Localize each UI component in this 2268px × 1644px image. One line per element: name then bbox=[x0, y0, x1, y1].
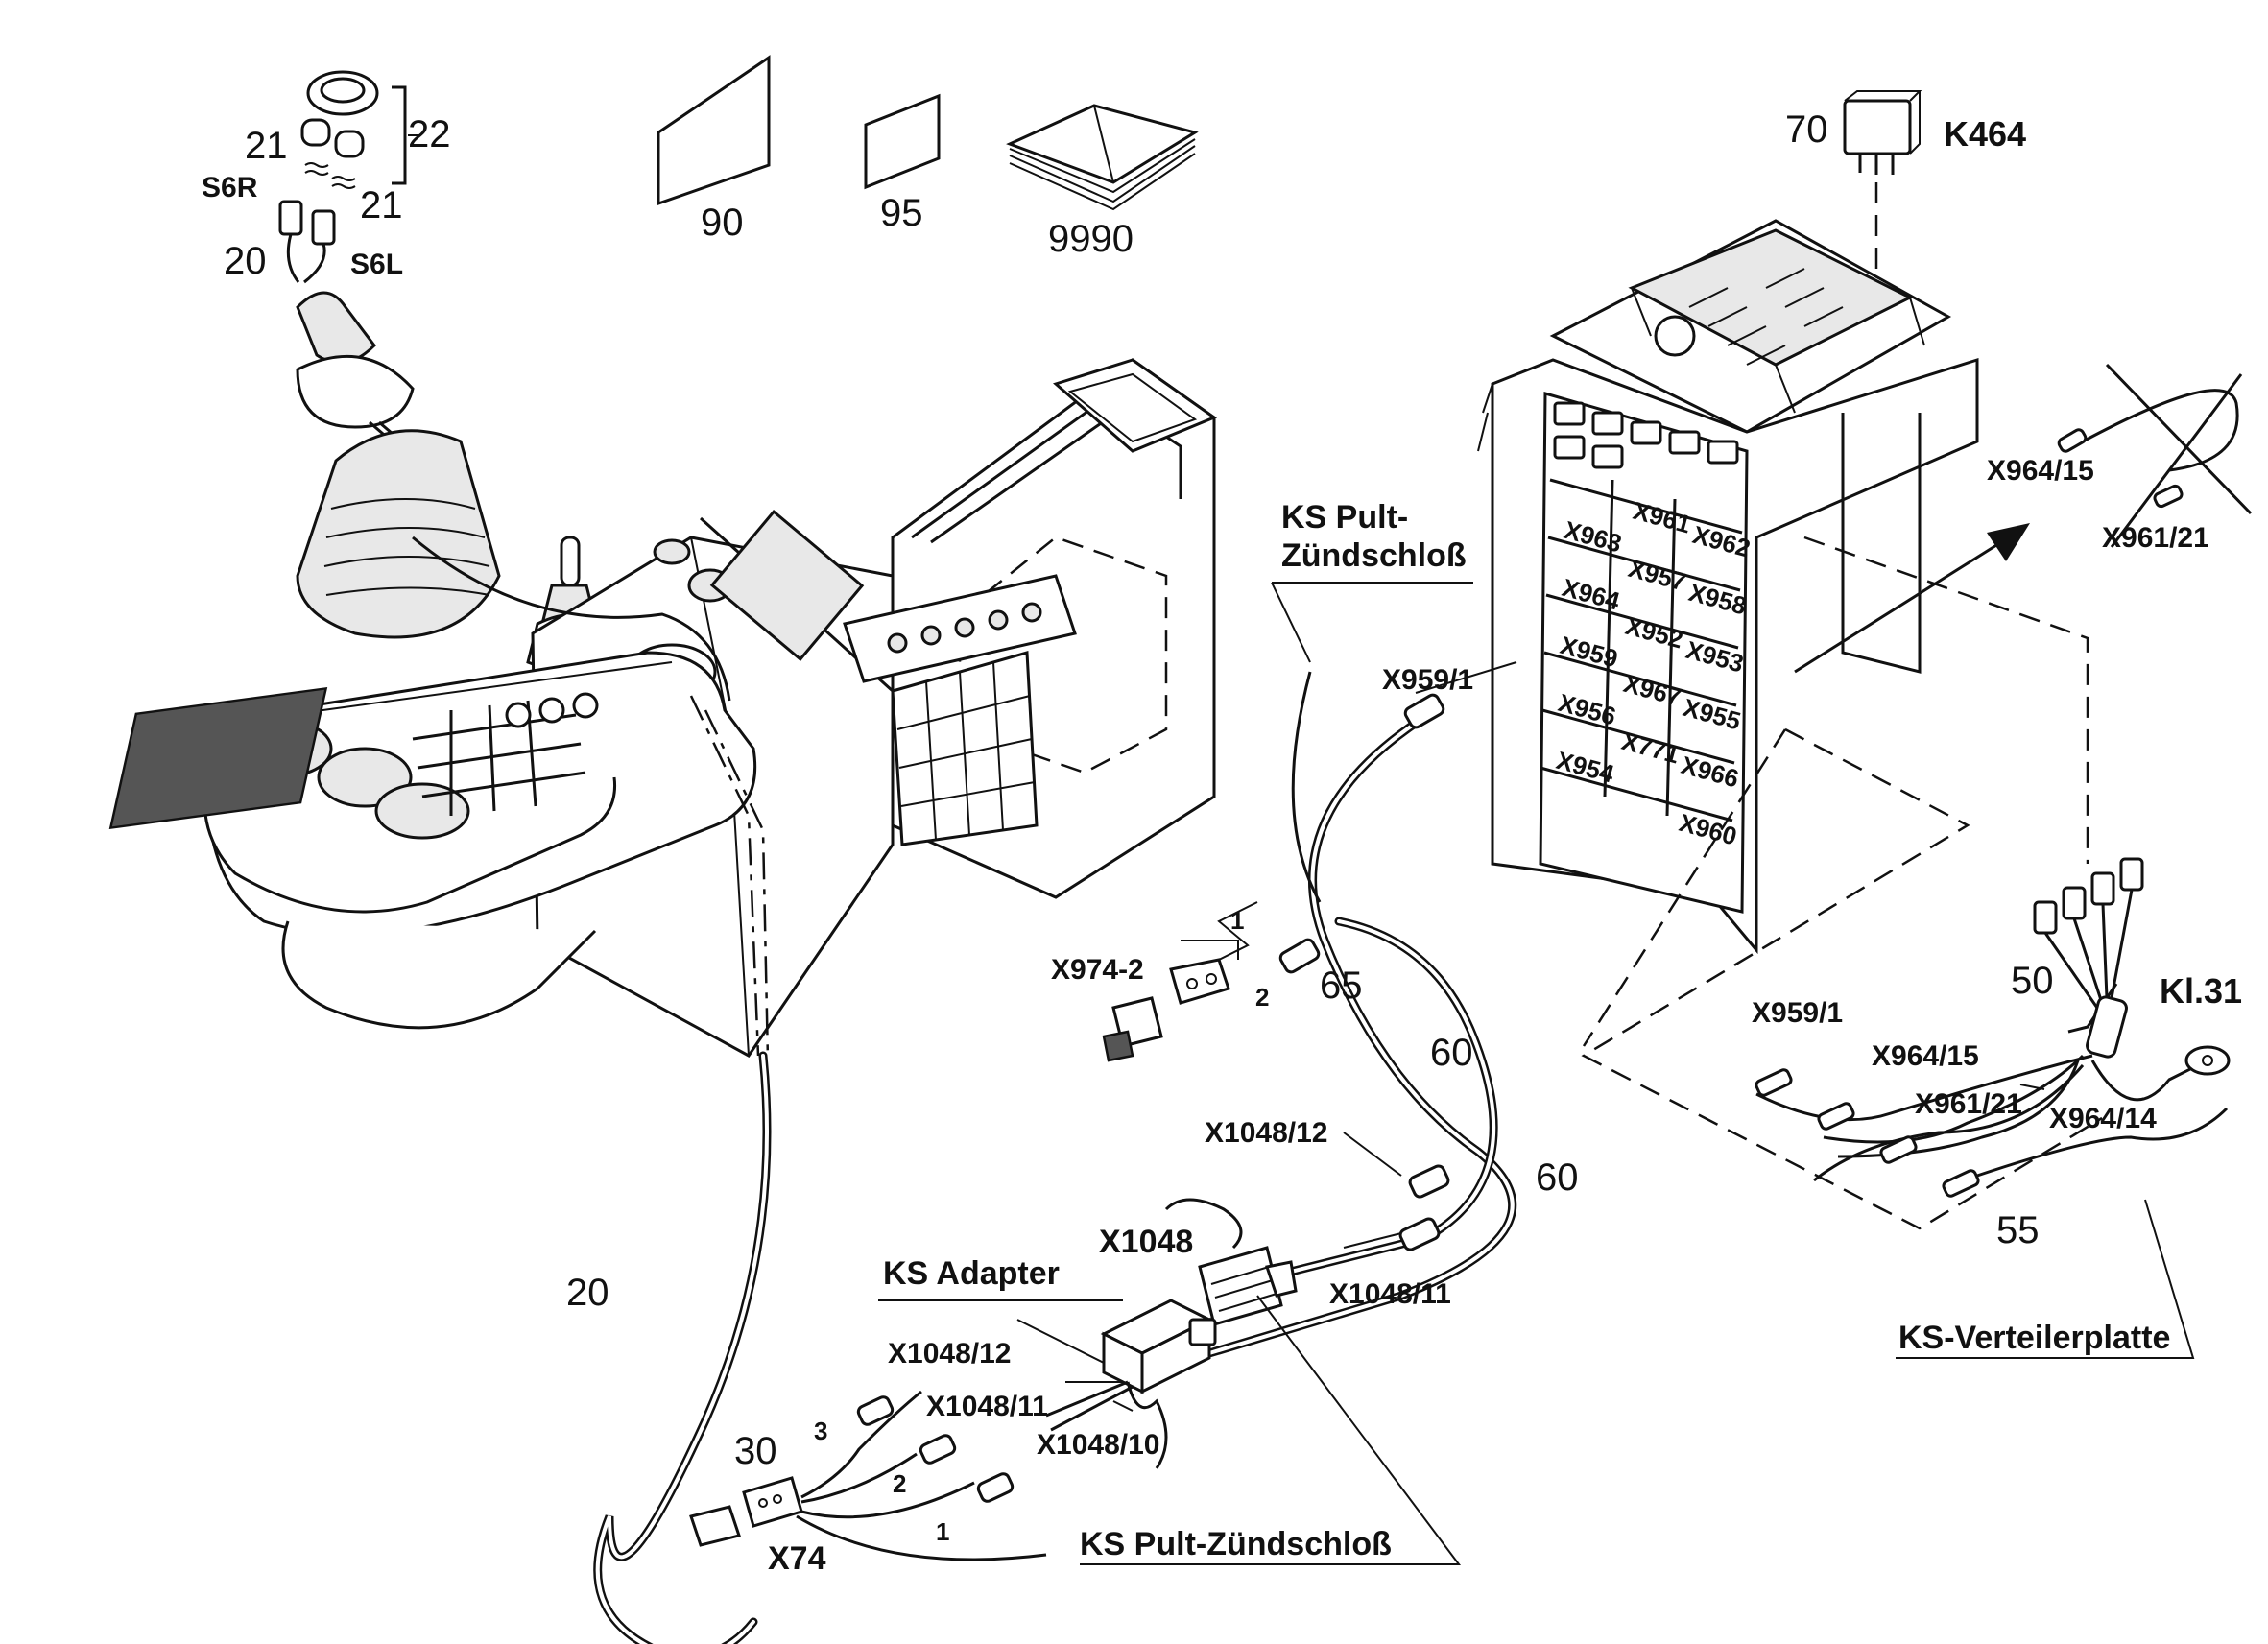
label-55: 55 bbox=[1996, 1209, 2040, 1251]
label-wire-2-top: 2 bbox=[1255, 983, 1269, 1012]
label-kl31: Kl.31 bbox=[2160, 971, 2242, 1011]
label-wire-3: 3 bbox=[814, 1417, 827, 1445]
harness-30 bbox=[689, 1380, 1134, 1561]
switch-array bbox=[108, 686, 586, 830]
label-ks-verteilerplatte: KS-Verteilerplatte bbox=[1898, 1320, 2170, 1356]
harness-50 bbox=[1755, 857, 2231, 1198]
document-90 bbox=[657, 55, 771, 206]
label-wire-1-top: 1 bbox=[1230, 906, 1244, 935]
document-95 bbox=[864, 93, 941, 190]
fuse-slot-grid bbox=[1540, 478, 1743, 822]
label-20-bottom: 20 bbox=[566, 1272, 609, 1314]
label-x964-15-top: X964/15 bbox=[1987, 455, 2094, 487]
joystick-boot bbox=[296, 429, 501, 639]
label-x961-21-right: X961/21 bbox=[1915, 1088, 2022, 1120]
label-x974-2: X974-2 bbox=[1051, 954, 1144, 986]
fuse-distribution-box: X961 X962 X963 X957 X958 X964 X952 X959 … bbox=[1477, 219, 2030, 955]
label-x964-15-right: X964/15 bbox=[1872, 1040, 1979, 1072]
label-ks-pult-bottom: KS Pult-Zündschloß bbox=[1080, 1526, 1392, 1562]
ks-adapter bbox=[1100, 1299, 1217, 1469]
label-ks-pult-line2: Zündschloß bbox=[1281, 537, 1467, 574]
console-grid-panel bbox=[891, 651, 1039, 846]
label-ks-pult-line1: KS Pult- bbox=[1281, 499, 1408, 536]
label-x1048: X1048 bbox=[1099, 1224, 1193, 1260]
label-x74: X74 bbox=[768, 1540, 826, 1577]
label-x959-1-right: X959/1 bbox=[1752, 997, 1843, 1029]
cable-60 bbox=[1205, 693, 1517, 1358]
label-x1048-12-top: X1048/12 bbox=[1205, 1117, 1327, 1149]
label-21-b: 21 bbox=[360, 184, 403, 226]
label-20-top: 20 bbox=[224, 240, 267, 282]
joystick-switch-assembly bbox=[278, 70, 420, 453]
label-60-b: 60 bbox=[1536, 1156, 1579, 1199]
label-70: 70 bbox=[1785, 108, 1828, 151]
label-x964-14: X964/14 bbox=[2049, 1103, 2157, 1134]
label-x1048-11-top: X1048/11 bbox=[1329, 1278, 1451, 1310]
label-ks-adapter: KS Adapter bbox=[883, 1255, 1060, 1292]
label-65: 65 bbox=[1320, 965, 1363, 1007]
label-s6r: S6R bbox=[202, 172, 258, 203]
label-x1048-12-bottom: X1048/12 bbox=[888, 1338, 1011, 1370]
label-30: 30 bbox=[734, 1430, 777, 1472]
connector-x974-2 bbox=[1102, 671, 1322, 1062]
label-s6l: S6L bbox=[350, 249, 403, 280]
label-x1048-10: X1048/10 bbox=[1037, 1429, 1159, 1461]
label-x959-1-top: X959/1 bbox=[1382, 664, 1473, 696]
label-x961-21-top: X961/21 bbox=[2102, 522, 2209, 554]
label-95: 95 bbox=[880, 192, 923, 234]
connector-x1048 bbox=[1164, 1198, 1298, 1326]
label-x1048-11-bottom: X1048/11 bbox=[926, 1391, 1048, 1422]
cable-20 bbox=[593, 1051, 772, 1644]
operator-console bbox=[108, 358, 1218, 1061]
relay-k464 bbox=[1843, 90, 1922, 331]
label-22: 22 bbox=[408, 113, 451, 155]
leader-lines bbox=[878, 582, 2195, 1565]
label-90: 90 bbox=[701, 202, 744, 244]
label-60-a: 60 bbox=[1430, 1032, 1473, 1074]
label-k464: K464 bbox=[1944, 114, 2026, 154]
label-wire-1-bottom: 1 bbox=[936, 1517, 949, 1546]
crossed-out-wires bbox=[2057, 363, 2253, 548]
manual-book-9990 bbox=[1006, 104, 1199, 211]
label-9990: 9990 bbox=[1048, 218, 1134, 260]
label-50: 50 bbox=[2011, 960, 2054, 1002]
label-21-a: 21 bbox=[245, 125, 288, 167]
label-wire-2-bottom: 2 bbox=[893, 1469, 906, 1498]
